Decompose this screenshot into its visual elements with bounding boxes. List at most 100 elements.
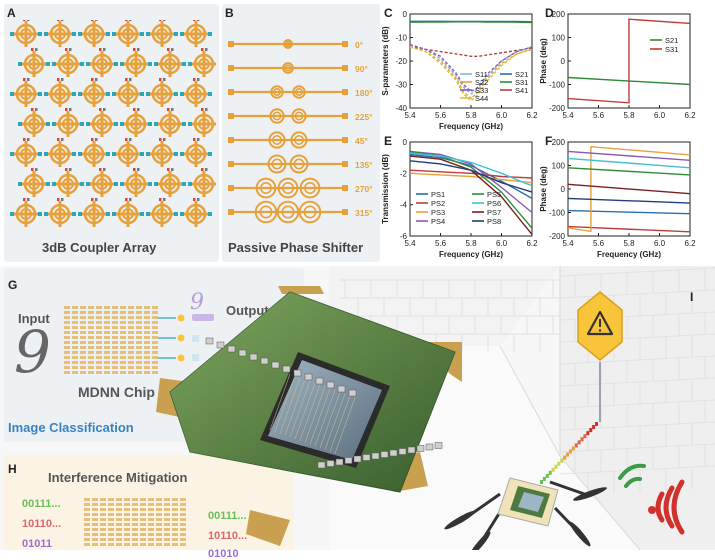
panel-letter-b: B <box>225 6 234 20</box>
x-tick-label: 5.6 <box>593 111 605 120</box>
legend-label: S11 <box>475 70 488 79</box>
x-tick-label: 5.8 <box>623 111 635 120</box>
series-line-ps4 <box>567 150 691 161</box>
series-line-s31 <box>409 21 533 24</box>
coupler-unit <box>118 106 154 139</box>
legend-label: PS5 <box>487 190 501 199</box>
x-tick-label: 6.2 <box>526 111 538 120</box>
coupler-unit <box>50 166 86 199</box>
series-line-ps6 <box>409 152 533 187</box>
interference-title: Interference Mitigation <box>48 470 188 485</box>
phase-shifter-row <box>228 108 348 124</box>
panel-letter-h: H <box>8 462 17 476</box>
x-tick-label: 5.4 <box>404 239 416 248</box>
mdnn-chip-render <box>156 286 462 546</box>
coupler-unit <box>8 76 44 109</box>
coupler-unit <box>8 20 44 49</box>
phase-label-225: 225° <box>355 112 373 122</box>
coupler-unit <box>76 136 112 169</box>
plot-frame <box>409 13 533 109</box>
coupler-unit <box>152 106 188 139</box>
coupler-unit <box>178 136 214 169</box>
phase-shifter-row <box>228 200 348 224</box>
right-seq-2: 10110... <box>208 530 248 542</box>
output-bar-2 <box>192 335 199 342</box>
series-line-ps3 <box>409 172 533 184</box>
panel-letter-i: I <box>690 290 694 304</box>
legend-label: S31 <box>665 45 678 54</box>
coupler-unit <box>50 46 86 79</box>
coupler-unit <box>144 196 180 229</box>
coupler-unit <box>144 20 180 49</box>
coupler-unit <box>84 106 120 139</box>
coupler-unit <box>186 106 216 139</box>
output-bar-3 <box>192 354 199 361</box>
series-line-s31 <box>567 18 691 104</box>
warning-icon <box>577 291 623 361</box>
phase-shifter-row <box>228 154 348 174</box>
coupler-unit <box>16 166 52 199</box>
phase-label-180: 180° <box>355 88 373 98</box>
series-line-ps3 <box>567 145 691 233</box>
coupler-unit <box>76 196 112 229</box>
panel-letter-a: A <box>7 6 16 20</box>
coupler-unit <box>42 20 78 49</box>
coupler-unit <box>110 76 146 109</box>
y-axis-label: Phase (deg) <box>539 166 548 212</box>
series-line-ps8 <box>409 160 533 193</box>
x-tick-label: 6.2 <box>684 239 696 248</box>
series-line-s11 <box>409 43 533 95</box>
phase-label-90: 90° <box>355 64 368 74</box>
image-classification-title: Image Classification <box>8 420 134 435</box>
coupler-unit <box>178 76 214 109</box>
input-digit: 9 <box>14 318 51 386</box>
chip-label: MDNN Chip <box>78 384 155 400</box>
y-tick-label: 0 <box>403 138 408 147</box>
phase-label-315: 315° <box>355 208 373 218</box>
legend-label: PS6 <box>487 199 501 208</box>
interference-layers <box>84 498 186 546</box>
y-tick-label: -4 <box>400 201 408 210</box>
y-tick-label: 100 <box>552 34 566 43</box>
y-tick-label: -100 <box>549 209 566 218</box>
y-tick-label: 0 <box>561 57 566 66</box>
coupler-unit <box>110 196 146 229</box>
y-tick-label: -20 <box>395 57 407 66</box>
y-tick-label: -200 <box>549 232 566 241</box>
x-tick-label: 5.6 <box>593 239 605 248</box>
phase-label-0: 0° <box>355 40 364 50</box>
series-line-s41 <box>409 46 533 57</box>
series-line-ps1 <box>567 209 691 215</box>
y-tick-label: 0 <box>561 185 566 194</box>
output-label: Output <box>226 303 269 318</box>
panel-a-background <box>4 4 219 262</box>
legend-label: PS8 <box>487 217 501 226</box>
phase-shifter-diagram <box>228 39 348 224</box>
y-tick-label: -30 <box>395 81 407 90</box>
phase-shifter-row <box>228 85 348 99</box>
mdnn-layers <box>64 306 185 374</box>
coupler-unit <box>42 76 78 109</box>
legend-label: PS2 <box>431 199 445 208</box>
panel-a-caption: 3dB Coupler Array <box>42 240 157 255</box>
coupler-unit <box>76 76 112 109</box>
coupler-unit <box>8 136 44 169</box>
x-tick-label: 6.0 <box>654 111 666 120</box>
phase-label-270: 270° <box>355 184 373 194</box>
coupler-unit <box>186 46 216 79</box>
x-tick-label: 5.6 <box>435 111 447 120</box>
panel-letter-d: D <box>545 6 554 20</box>
x-tick-label: 6.2 <box>684 111 696 120</box>
panel-letter-g: G <box>8 278 18 292</box>
x-tick-label: 6.0 <box>654 239 666 248</box>
y-tick-label: -200 <box>549 104 566 113</box>
coupler-unit <box>76 20 112 49</box>
phase-label-135: 135° <box>355 160 373 170</box>
series-line-ps1 <box>409 153 533 200</box>
x-tick-label: 5.4 <box>404 111 416 120</box>
phase-shifter-row <box>228 131 348 149</box>
